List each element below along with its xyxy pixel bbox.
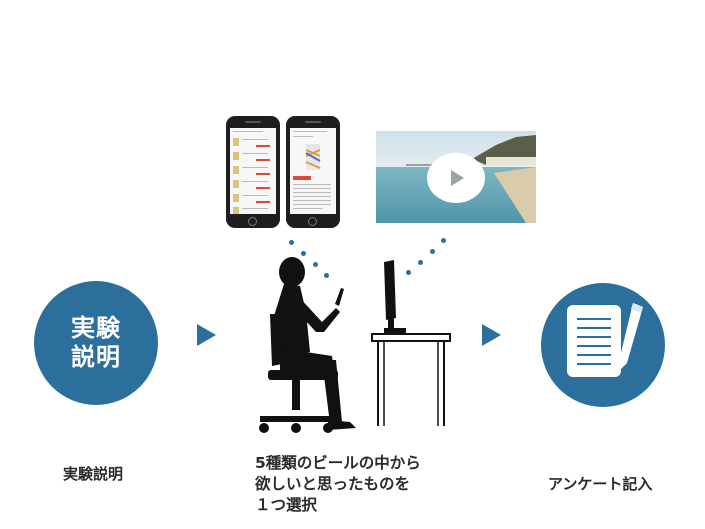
seated-person-icon — [259, 257, 356, 433]
explanation-circle-line2: 説明 — [71, 343, 121, 371]
clipboard-pen-icon — [567, 303, 643, 377]
beer-can-image — [305, 144, 321, 170]
survey-circle — [541, 283, 665, 407]
selection-caption-line1: 5種類のビールの中から — [255, 454, 421, 472]
gaze-dot — [301, 251, 306, 256]
gaze-dot — [441, 238, 446, 243]
arrow-right-icon — [482, 324, 501, 346]
arrow-right-icon — [197, 324, 216, 346]
gaze-dot — [418, 260, 423, 265]
play-icon — [451, 170, 464, 186]
gaze-dot — [430, 249, 435, 254]
smartphone-icon — [226, 116, 280, 228]
selection-caption-line3: １つ選択 — [255, 496, 318, 514]
gaze-dot — [313, 262, 318, 267]
gaze-dot — [289, 240, 294, 245]
monitor-on-desk-icon — [371, 260, 451, 426]
survey-label: アンケート記入 — [548, 475, 653, 493]
product-detail-screen — [290, 128, 336, 214]
explanation-circle-line1: 実験 — [71, 314, 121, 342]
explanation-circle: 実験 説明 — [34, 281, 158, 405]
selection-caption-line2: 欲しいと思ったものを — [255, 475, 411, 493]
smartphone-icon — [286, 116, 340, 228]
product-list-screen — [230, 128, 276, 214]
explanation-label: 実験説明 — [63, 465, 124, 483]
selection-caption: 5種類のビールの中から 欲しいと思ったものを １つ選択 — [255, 453, 421, 516]
gaze-dot — [406, 270, 411, 275]
gaze-dot — [324, 273, 329, 278]
